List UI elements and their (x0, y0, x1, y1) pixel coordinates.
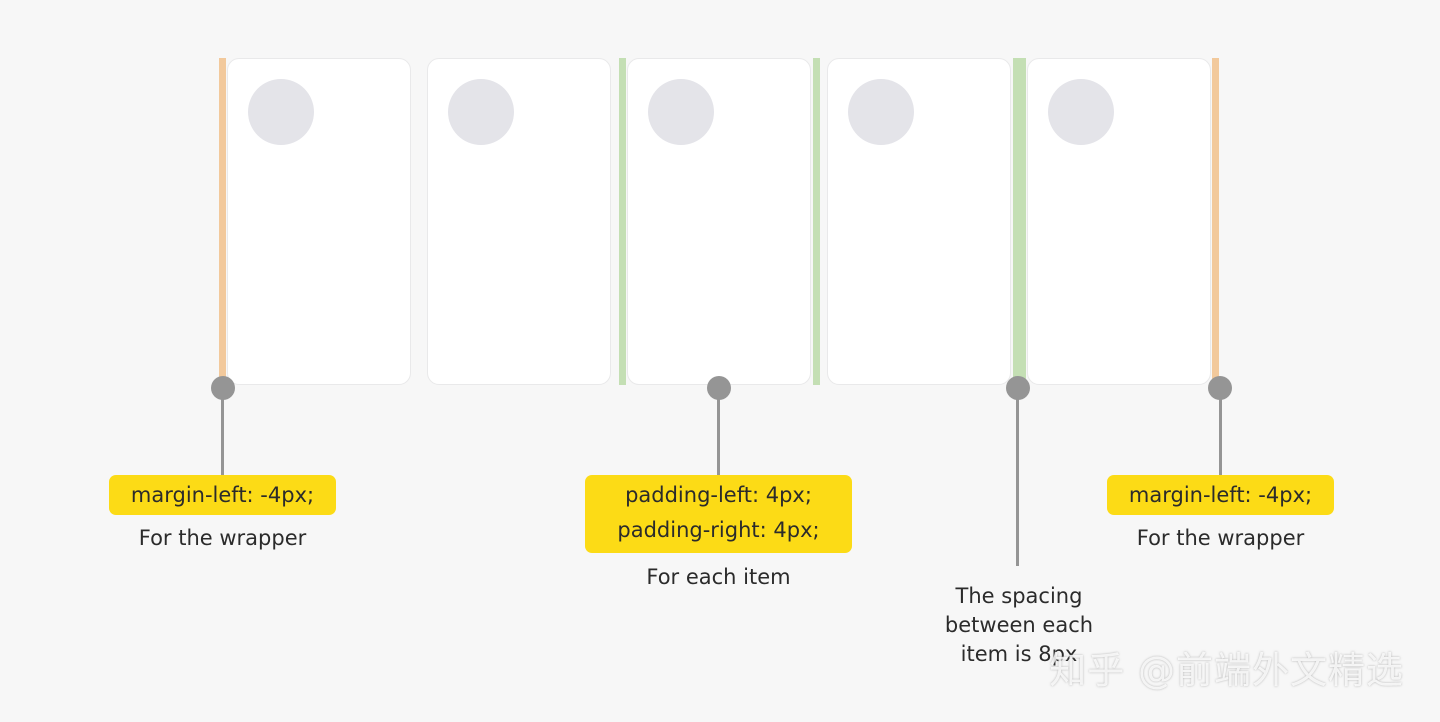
avatar-placeholder (648, 79, 714, 145)
callout-pin (211, 376, 235, 400)
card-item-3 (627, 58, 811, 385)
avatar-placeholder (848, 79, 914, 145)
caption-right-wrapper: For the wrapper (1136, 526, 1305, 550)
code-line: padding-right: 4px; (617, 518, 820, 542)
callout-line (717, 388, 720, 476)
callout-pin (1208, 376, 1232, 400)
callout-line (1219, 388, 1222, 476)
callout-line (1016, 388, 1019, 566)
item-padding-bar (619, 58, 626, 385)
caption-left-wrapper: For the wrapper (138, 526, 307, 550)
code-tag-right-wrapper: margin-left: -4px; (1107, 475, 1334, 515)
wrapper-margin-right-bar (1212, 58, 1219, 385)
avatar-placeholder (448, 79, 514, 145)
callout-pin (707, 376, 731, 400)
item-padding-bar (813, 58, 820, 385)
caption-item-padding: For each item (646, 565, 791, 589)
card-item-1 (227, 58, 411, 385)
card-item-4 (827, 58, 1011, 385)
code-tag-left-wrapper: margin-left: -4px; (109, 475, 336, 515)
avatar-placeholder (248, 79, 314, 145)
caption-spacing: The spacing between each item is 8px (944, 584, 1094, 666)
callout-pin (1006, 376, 1030, 400)
code-tag-item-padding: padding-left: 4px; padding-right: 4px; (585, 475, 852, 553)
callout-line (221, 388, 224, 476)
avatar-placeholder (1048, 79, 1114, 145)
code-line: padding-left: 4px; (625, 483, 812, 507)
card-item-5 (1027, 58, 1211, 385)
card-item-2 (427, 58, 611, 385)
watermark: 知乎 @前端外文精选 (1049, 649, 1404, 692)
item-padding-bar (1013, 58, 1026, 385)
wrapper-margin-left-bar (219, 58, 226, 385)
